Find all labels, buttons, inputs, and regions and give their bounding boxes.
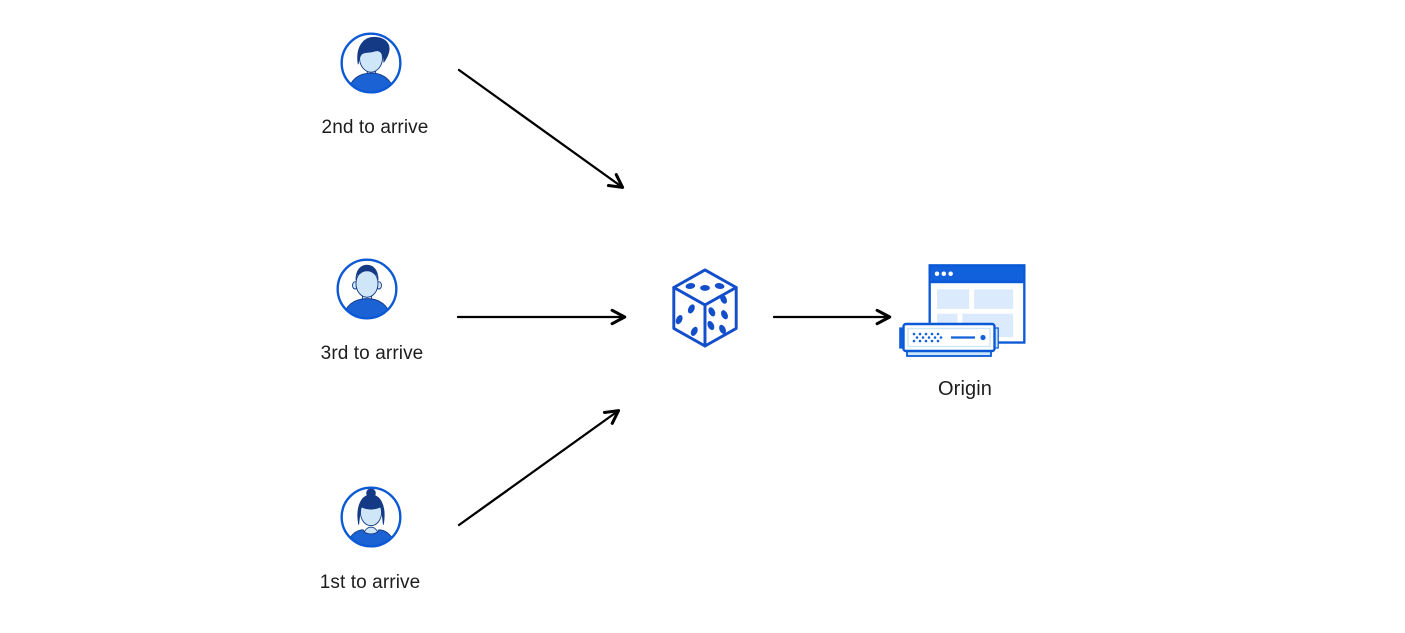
browser-window-dots [934, 271, 953, 276]
visitor-1st-avatar [338, 484, 404, 550]
server-vent-dots [912, 332, 943, 343]
server-status-light [980, 334, 986, 341]
origin-server [899, 322, 999, 360]
visitor-2nd-avatar [338, 30, 404, 96]
user-avatar-female-bun-icon [340, 486, 402, 548]
visitor-3rd-label: 3rd to arrive [320, 343, 424, 364]
user-avatar-male-swept-hair-icon [340, 32, 402, 94]
origin-label: Origin [938, 378, 992, 400]
visitor-1st-label: 1st to arrive [319, 572, 421, 593]
server-icon [899, 322, 999, 357]
dice-node [666, 264, 744, 348]
arrow-second-to-dice [457, 68, 625, 189]
visitor-2nd-label: 2nd to arrive [321, 117, 429, 138]
arrow-first-to-dice [457, 409, 621, 527]
user-avatar-male-short-hair-icon [336, 258, 398, 320]
visitor-3rd-avatar [334, 256, 400, 322]
dice-icon [672, 268, 738, 348]
